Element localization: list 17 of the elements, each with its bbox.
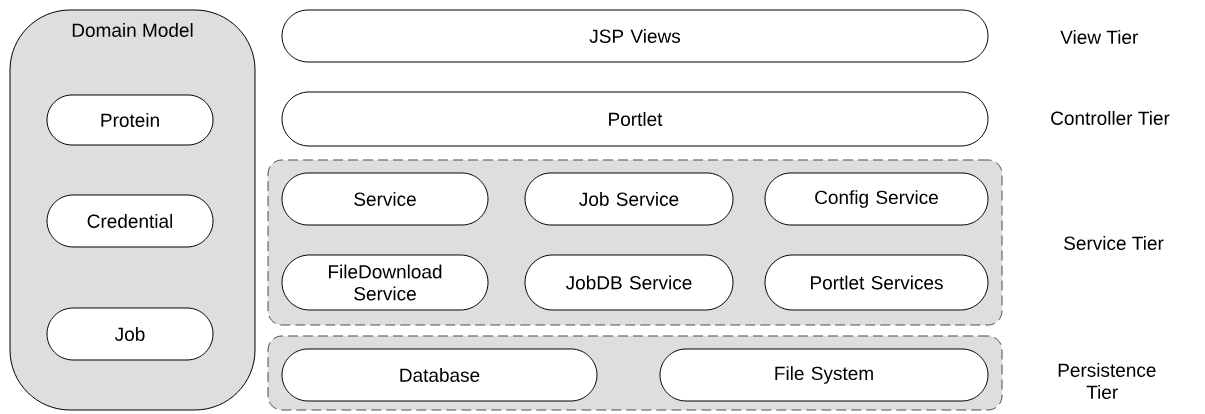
- component-box: Config Service: [764, 172, 989, 226]
- component-box: Service: [281, 172, 489, 226]
- tier-label: Service Tier: [1064, 236, 1164, 250]
- component-box: Protein: [46, 94, 214, 146]
- component-box: File System: [659, 348, 989, 402]
- component-box: Portlet Services: [764, 254, 989, 311]
- tier-label: Controller Tier: [1051, 111, 1170, 125]
- component-box: FileDownload Service: [281, 254, 489, 311]
- component-box: Database: [281, 348, 598, 402]
- component-box: Credential: [46, 194, 214, 248]
- component-box: Job: [46, 307, 214, 361]
- component-box: JobDB Service: [524, 254, 734, 311]
- tier-label: View Tier: [1060, 30, 1138, 44]
- component-box: Portlet: [281, 91, 989, 147]
- component-box: Job Service: [524, 172, 734, 226]
- component-box: JSP Views: [281, 9, 989, 63]
- tier-label: Persistence Tier: [1058, 363, 1156, 399]
